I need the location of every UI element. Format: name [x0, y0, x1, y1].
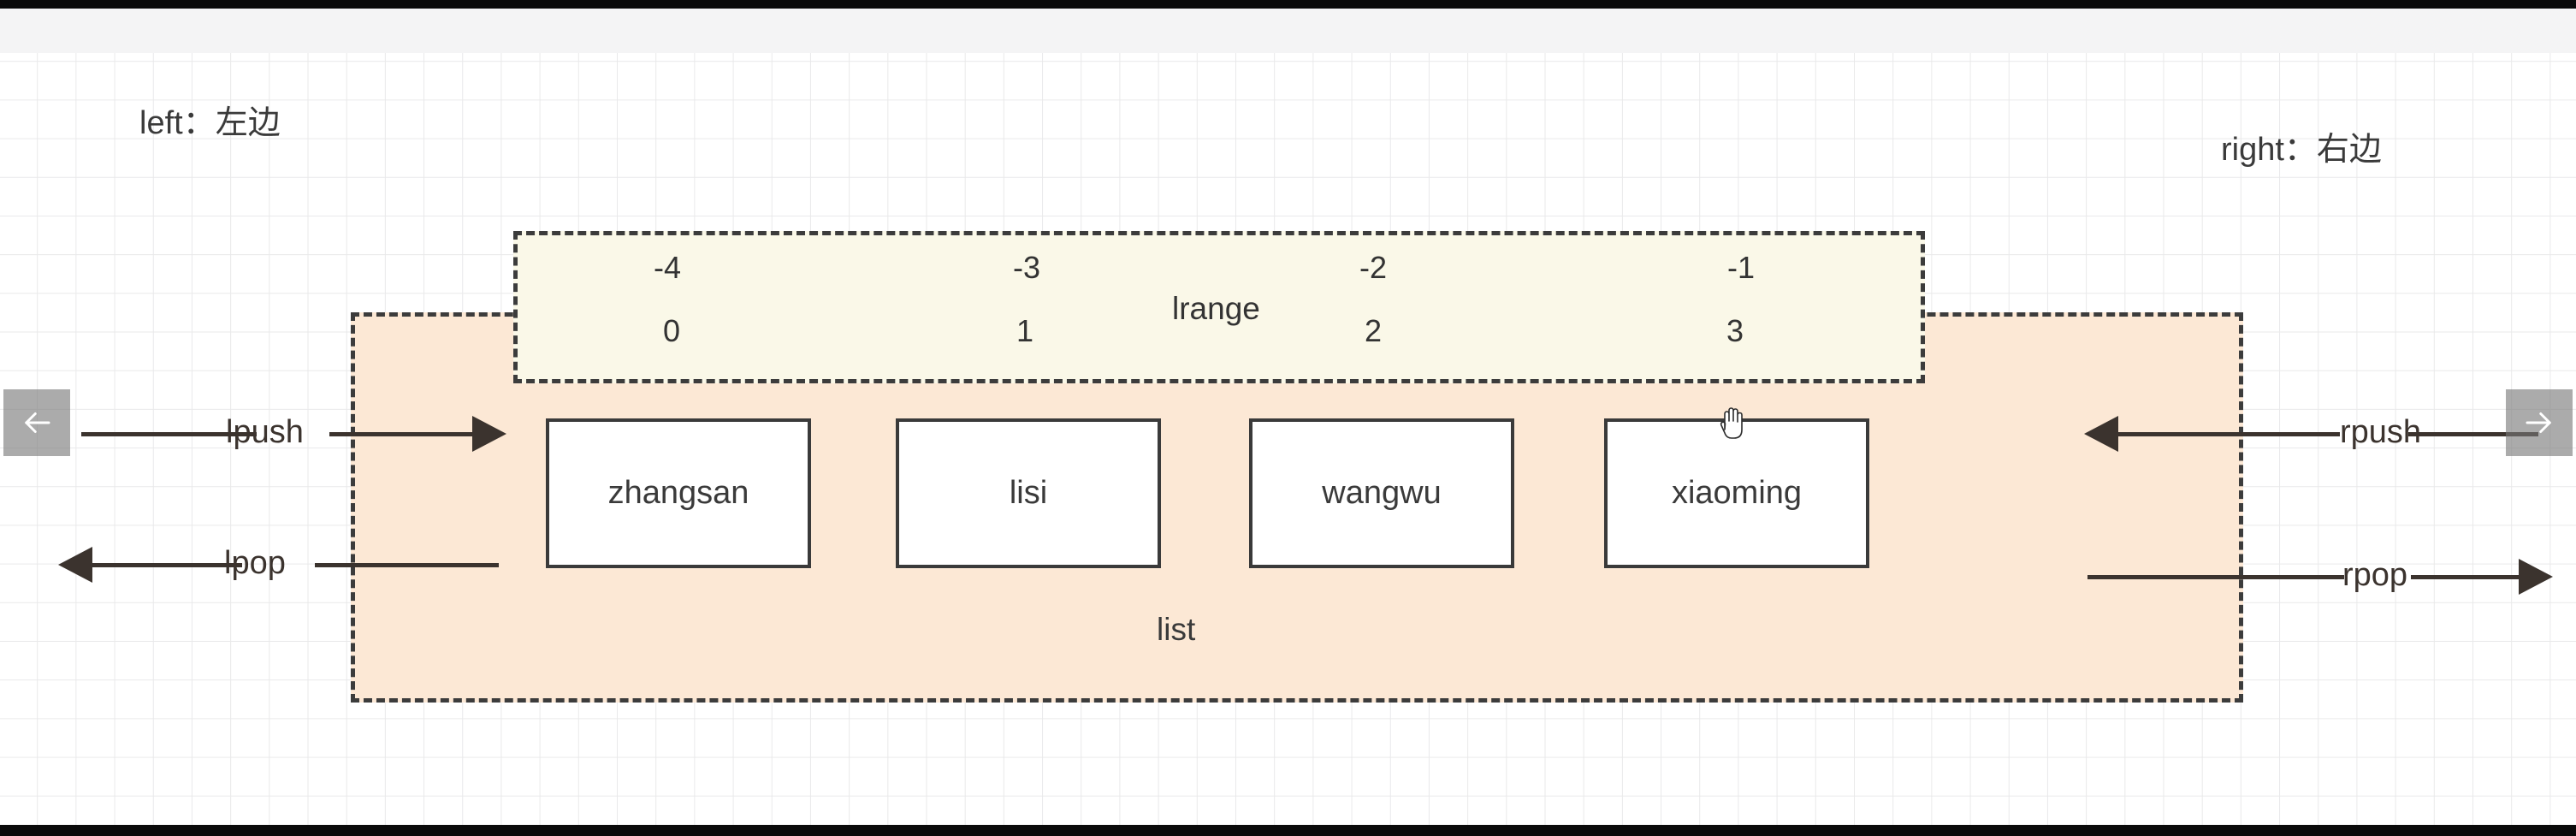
- hand-cursor-icon: [1718, 404, 1747, 442]
- rpush-arrow-line-right: [2408, 432, 2538, 436]
- lpush-arrow-head: [472, 416, 506, 452]
- lrange-region: [513, 231, 1925, 383]
- prev-slide-button[interactable]: [3, 389, 70, 456]
- lpop-arrow-head: [58, 547, 92, 583]
- lpush-label: lpush: [226, 414, 304, 450]
- list-element-card[interactable]: zhangsan: [546, 418, 811, 568]
- list-element-card[interactable]: lisi: [896, 418, 1161, 568]
- next-slide-button[interactable]: [2506, 389, 2573, 456]
- right-side-label: right：右边: [2221, 132, 2382, 168]
- positive-index-0: 0: [662, 313, 681, 348]
- lpop-arrow-line-left: [92, 563, 242, 567]
- rpop-arrow-line-right: [2411, 575, 2522, 579]
- positive-index-3: 3: [1726, 313, 1744, 348]
- rpush-arrow-head: [2084, 416, 2118, 452]
- list-element-card[interactable]: wangwu: [1249, 418, 1514, 568]
- arrow-left-icon: [19, 405, 55, 441]
- rpop-label: rpop: [2342, 557, 2408, 593]
- arrow-right-icon: [2521, 405, 2557, 441]
- rpop-arrow-line-left: [2087, 575, 2344, 579]
- positive-index-2: 2: [1364, 313, 1383, 348]
- lpop-label: lpop: [224, 545, 286, 581]
- canvas-top-shade: [0, 9, 2576, 53]
- negative-index-3: -1: [1726, 250, 1755, 285]
- window-chrome-bottom: [0, 825, 2576, 836]
- window-chrome-top: [0, 0, 2576, 9]
- lpush-arrow-line-right: [329, 432, 475, 436]
- rpop-arrow-head: [2519, 559, 2553, 595]
- left-side-label: left：左边: [139, 105, 281, 141]
- positive-index-1: 1: [1016, 313, 1034, 348]
- lpush-arrow-line-left: [81, 432, 257, 436]
- rpush-label: rpush: [2340, 414, 2422, 450]
- negative-index-1: -3: [1012, 250, 1040, 285]
- list-region-label: list: [1157, 612, 1196, 647]
- negative-index-2: -2: [1359, 250, 1387, 285]
- rpush-arrow-line-left: [2117, 432, 2340, 436]
- list-element-card[interactable]: xiaoming: [1604, 418, 1869, 568]
- lrange-region-label: lrange: [1172, 291, 1260, 326]
- lpop-arrow-line-right: [315, 563, 499, 567]
- negative-index-0: -4: [653, 250, 681, 285]
